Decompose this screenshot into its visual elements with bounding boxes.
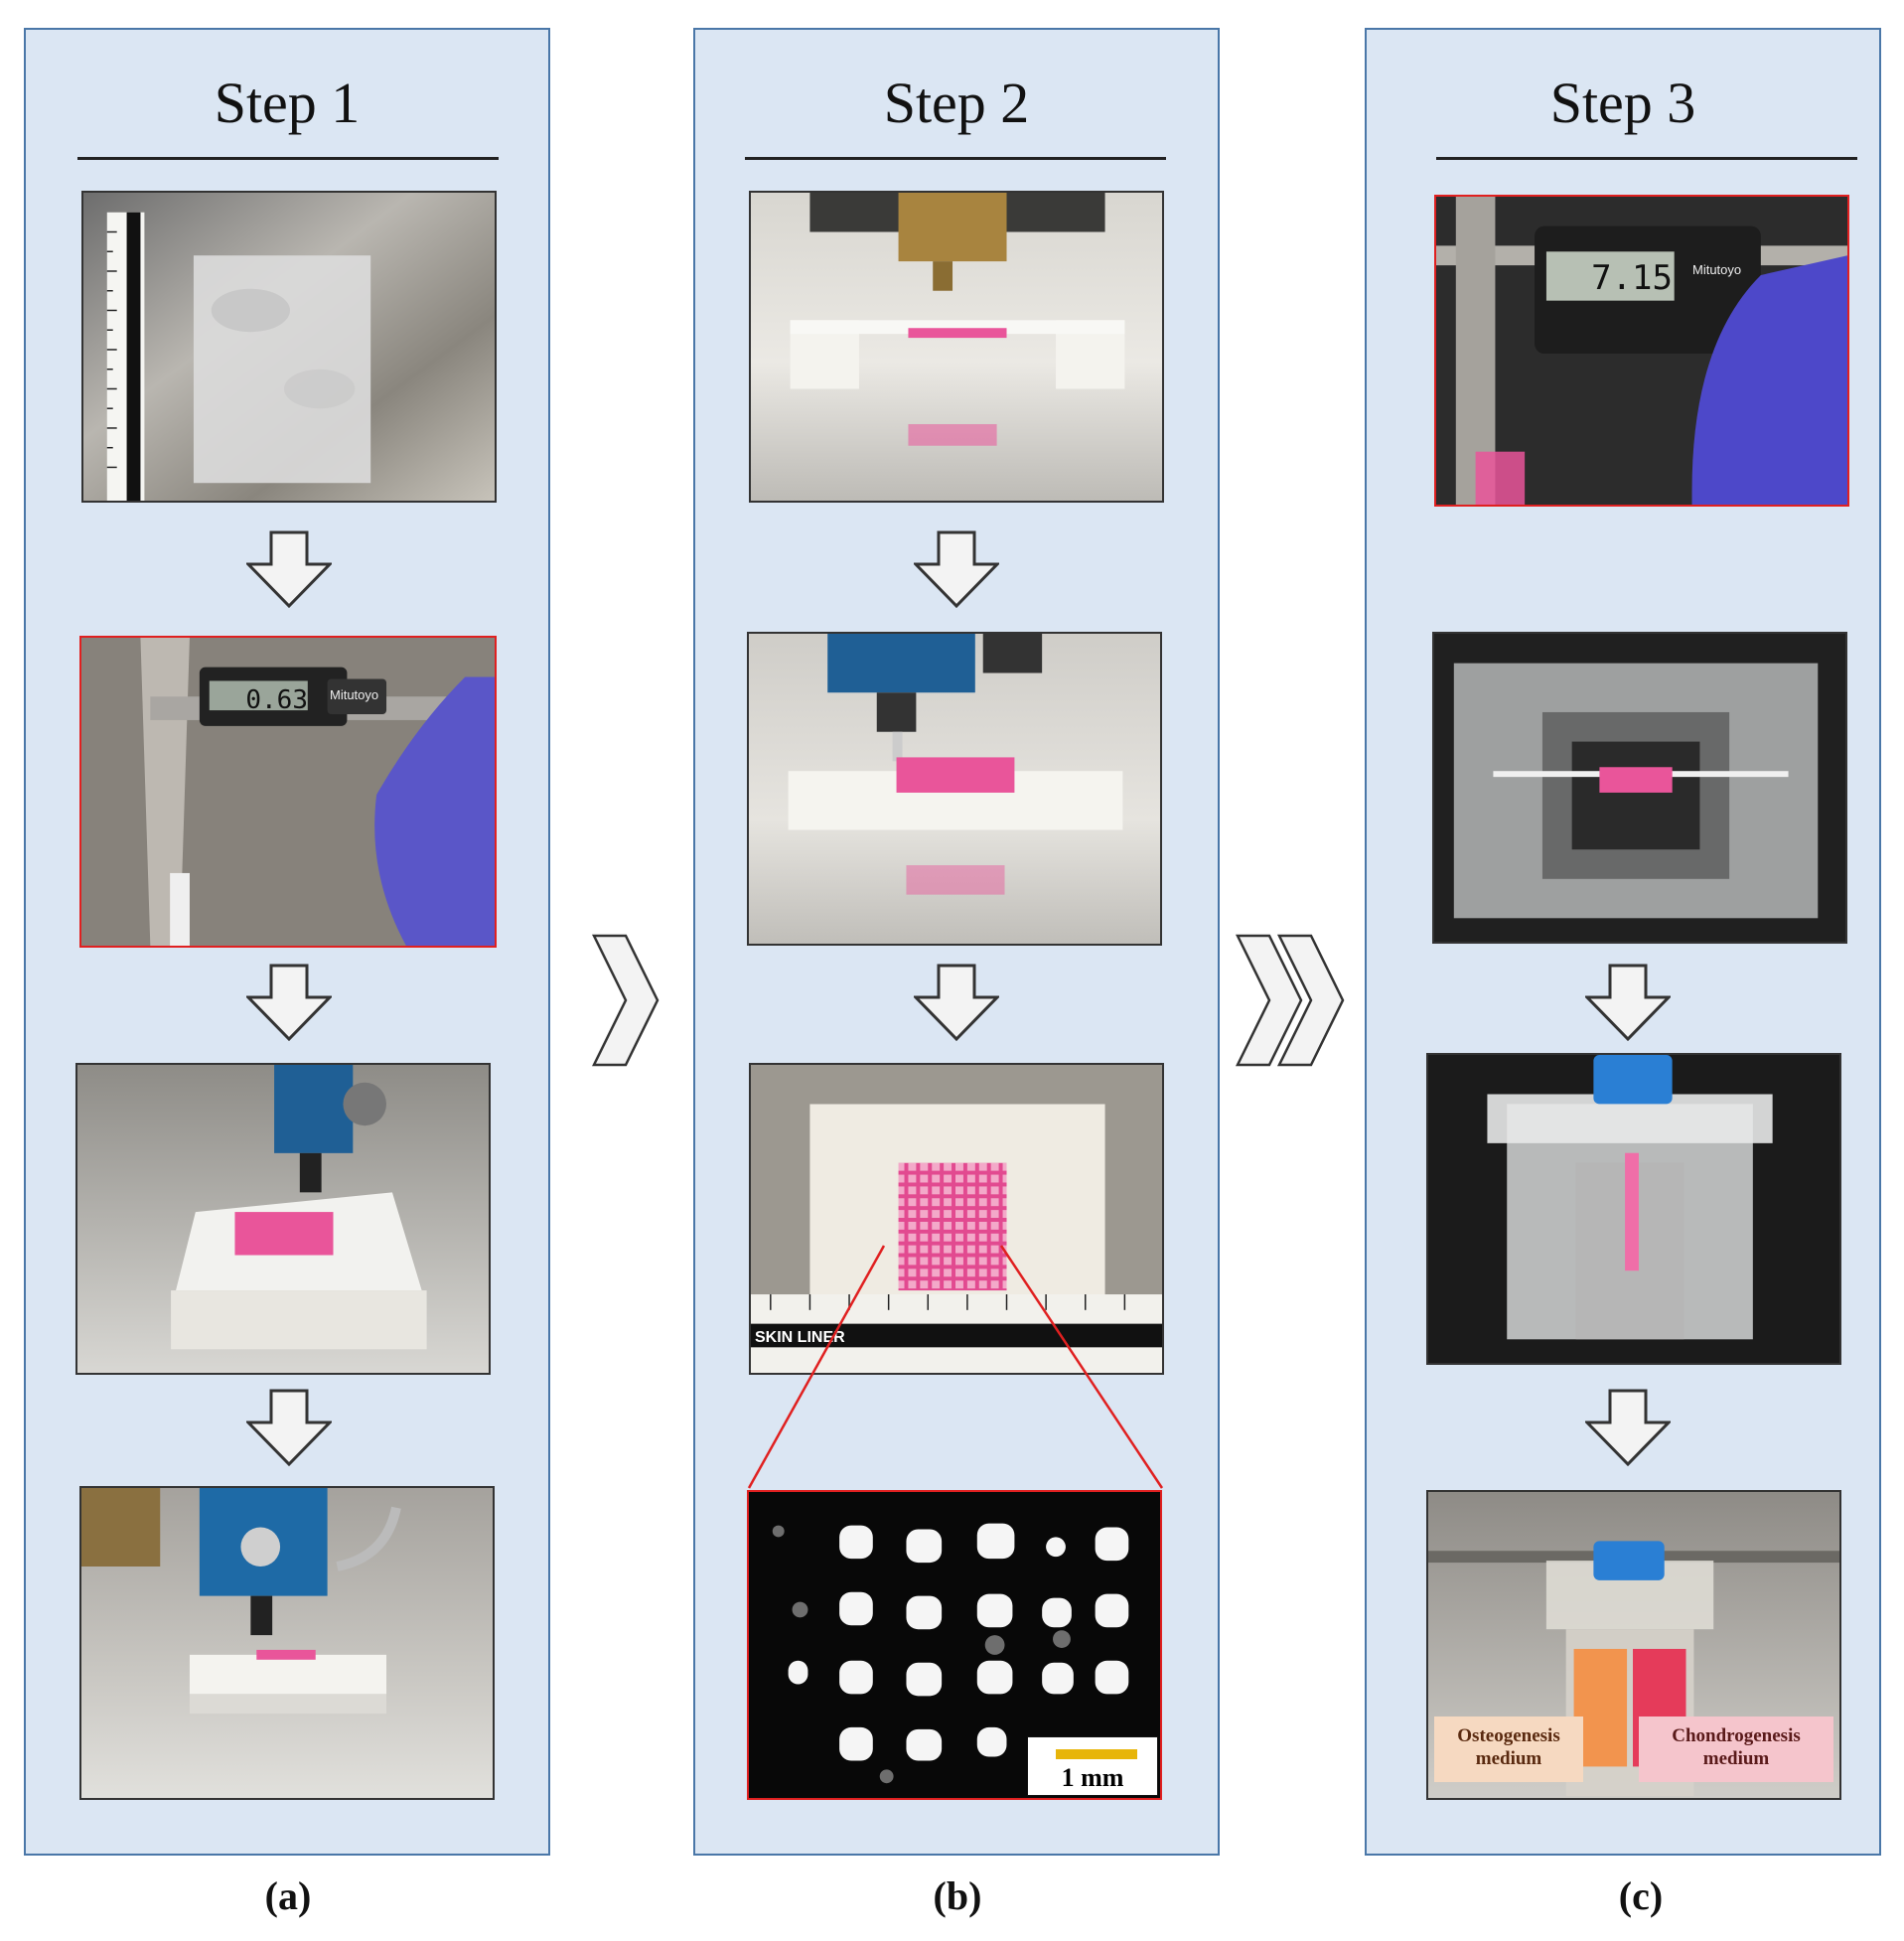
scale-bar-label: 1 mm [1061,1763,1124,1792]
photo-printed-scaffold-side [747,632,1162,946]
photo-scaffold-in-chamber [1432,632,1847,944]
photo-caliper-length: 7.15 Mitutoyo [1434,195,1849,507]
down-arrow [246,530,332,608]
osteogenesis-label: Osteogenesis medium [1457,1725,1560,1769]
double-chevron-arrow-icon [1236,934,1347,1067]
photo-caliper-thickness: 0.63 Mitutoyo [79,636,497,948]
down-arrow [914,964,999,1041]
step-2-title: Step 2 [883,71,1030,135]
panel-label-b: (b) [933,1873,982,1918]
photo-chamber-with-media: Osteogenesis medium Chondrogenesis mediu… [1426,1490,1841,1800]
title-rule [745,157,1166,160]
photo-nozzle-over-membrane [749,191,1164,503]
title-rule [1436,157,1857,160]
scale-bar [1056,1749,1137,1759]
down-arrow [914,530,999,608]
step-3-title: Step 3 [1549,71,1696,135]
photo-printing-side-view [79,1486,495,1800]
down-arrow [1585,964,1671,1041]
chevron-arrow-icon [592,934,659,1067]
scale-bar-box: 1 mm [1027,1736,1158,1796]
down-arrow [246,964,332,1041]
down-arrow [1585,1389,1671,1466]
caliper-brand: Mitutoyo [1692,262,1742,277]
title-rule [77,157,499,160]
panel-label-a: (a) [264,1873,312,1918]
panel-label-c: (c) [1618,1873,1664,1918]
photo-scaffold-grid-with-ruler: SKIN LINER [749,1063,1164,1375]
caliper-reading: 7.15 [1591,258,1673,298]
ruler-label: SKIN LINER [755,1329,845,1346]
caliper-reading: 0.63 [245,685,308,715]
photo-microscopy-pores: 1 mm [747,1490,1162,1800]
photo-capped-chamber [1426,1053,1841,1365]
down-arrow [246,1389,332,1466]
photo-printing-top-view [75,1063,491,1375]
chondrogenesis-label-bg [1639,1717,1833,1782]
photo-skin-liner-sheet [81,191,497,503]
caliper-brand: Mitutoyo [330,687,379,702]
step-1-title: Step 1 [214,71,361,135]
osteogenesis-label-bg [1434,1717,1583,1782]
chondrogenesis-label: Chondrogenesis medium [1672,1725,1801,1769]
